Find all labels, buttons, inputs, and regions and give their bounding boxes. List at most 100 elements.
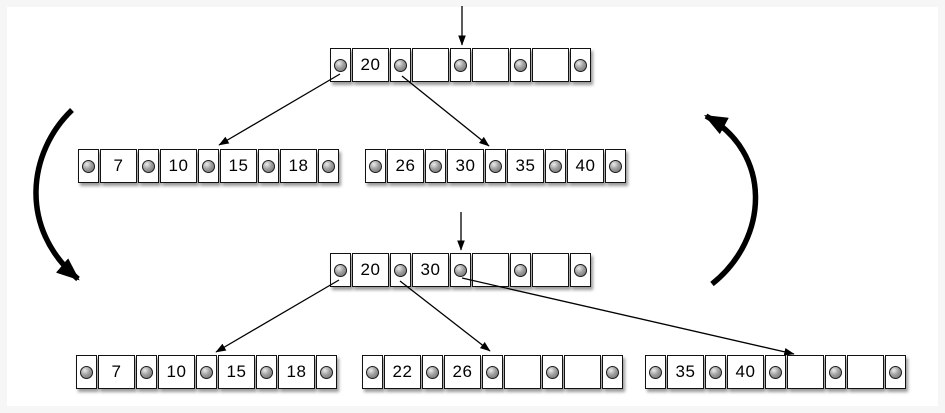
edge-bottom-root-to-middle-child [399,280,491,352]
cycle-arrow-left-down [33,108,80,282]
pointer-cell [365,149,386,183]
pointer-dot-icon [489,159,502,173]
key-cell [564,355,601,389]
key-cell [472,48,509,82]
edge-bottom-root-to-left-child [215,279,340,353]
key-cell: 40 [567,149,604,183]
pointer-cell [318,149,339,183]
key-cell: 26 [444,355,481,389]
pointer-dot-icon [202,159,215,173]
node-child-bottom-middle: 22 26 [362,355,623,389]
pointer-dot-icon [769,365,782,379]
pointer-dot-icon [546,365,559,379]
pointer-cell [76,355,97,389]
pointer-dot-icon [574,263,587,277]
pointer-dot-icon [549,159,562,173]
key-cell: 7 [98,355,135,389]
pointer-dot-icon [334,263,347,277]
key-cell: 15 [218,355,255,389]
pointer-cell [542,355,563,389]
pointer-dot-icon [486,365,499,379]
pointer-dot-icon [82,159,95,173]
pointer-cell [198,149,219,183]
pointer-cell [256,355,277,389]
pointer-cell [258,149,279,183]
key-cell: 10 [158,355,195,389]
pointer-dot-icon [200,365,213,379]
edge-bottom-root-to-right-child [461,277,795,356]
key-cell: 20 [352,253,389,287]
key-cell: 35 [667,355,704,389]
key-cell: 15 [220,149,257,183]
key-cell: 26 [387,149,424,183]
pointer-cell [316,355,337,389]
key-cell: 20 [352,48,389,82]
key-cell [504,355,541,389]
pointer-cell [330,253,351,287]
pointer-cell [510,253,531,287]
pointer-dot-icon [574,58,587,72]
key-cell: 10 [160,149,197,183]
edge-top-root-to-right-child [401,75,490,147]
pointer-cell [765,355,786,389]
pointer-cell [450,253,471,287]
node-child-bottom-right: 35 40 [645,355,906,389]
pointer-dot-icon [426,365,439,379]
pointer-dot-icon [454,263,467,277]
pointer-dot-icon [514,263,527,277]
pointer-dot-icon [606,365,619,379]
pointer-cell [705,355,726,389]
key-cell: 30 [412,253,449,287]
pointer-cell [510,48,531,82]
pointer-cell [390,253,411,287]
pointer-cell [602,355,623,389]
pointer-dot-icon [429,159,442,173]
pointer-dot-icon [142,159,155,173]
pointer-dot-icon [262,159,275,173]
key-cell: 18 [278,355,315,389]
key-cell: 22 [384,355,421,389]
key-cell: 40 [727,355,764,389]
key-cell: 35 [507,149,544,183]
pointer-dot-icon [454,58,467,72]
pointer-dot-icon [394,263,407,277]
pointer-dot-icon [334,58,347,72]
pointer-dot-icon [829,365,842,379]
pointer-cell [330,48,351,82]
pointer-cell [545,149,566,183]
node-root-top: 20 [330,48,591,82]
pointer-dot-icon [80,365,93,379]
key-cell: 18 [280,149,317,183]
pointer-cell [885,355,906,389]
pointer-dot-icon [260,365,273,379]
pointer-dot-icon [140,365,153,379]
cycle-arrow-right-up [704,113,759,287]
pointer-dot-icon [889,365,902,379]
pointer-dot-icon [322,159,335,173]
pointer-dot-icon [394,58,407,72]
pointer-cell [482,355,503,389]
pointer-dot-icon [366,365,379,379]
pointer-cell [390,48,411,82]
pointer-cell [485,149,506,183]
pointer-cell [425,149,446,183]
pointer-cell [645,355,666,389]
pointer-dot-icon [369,159,382,173]
pointer-dot-icon [320,365,333,379]
pointer-cell [450,48,471,82]
pointer-dot-icon [609,159,622,173]
key-cell [532,48,569,82]
pointer-cell [422,355,443,389]
pointer-cell [605,149,626,183]
pointer-cell [78,149,99,183]
pointer-dot-icon [514,58,527,72]
pointer-cell [138,149,159,183]
pointer-cell [570,48,591,82]
pointer-dot-icon [709,365,722,379]
pointer-cell [825,355,846,389]
pointer-cell [136,355,157,389]
